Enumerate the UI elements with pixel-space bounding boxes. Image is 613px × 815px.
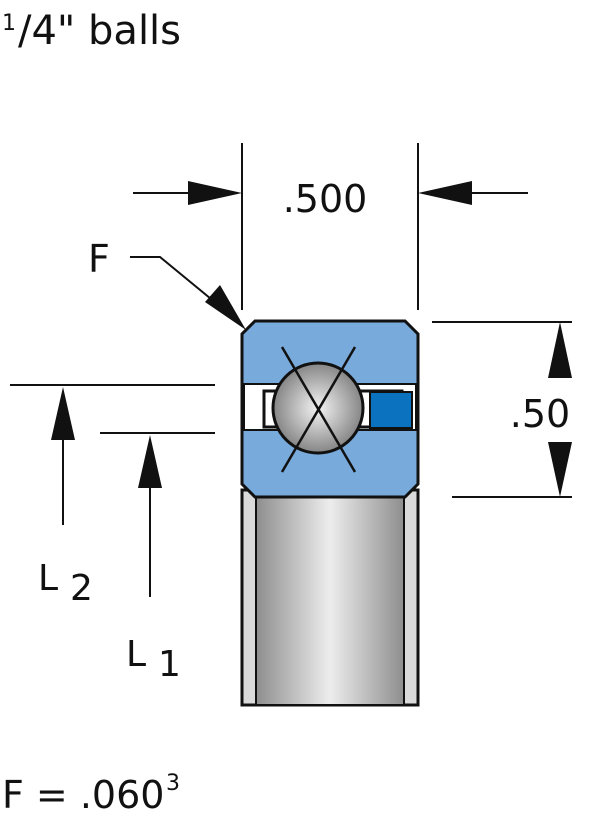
- title-text: /4" balls: [18, 8, 181, 54]
- title-numerator: 1: [2, 11, 16, 36]
- separator-block: [369, 391, 413, 429]
- l1-letter: L: [126, 634, 146, 675]
- l2-letter: L: [38, 558, 58, 599]
- height-value: .50: [510, 392, 570, 436]
- l-dimensions: [10, 384, 215, 597]
- width-dimension: [133, 143, 528, 310]
- footnote-superscript: 3: [166, 771, 180, 796]
- l1-subscript: 1: [158, 644, 181, 685]
- chamfer-leader: [130, 256, 246, 330]
- chamfer-label: F: [88, 237, 110, 281]
- bearing-ring: [240, 319, 420, 499]
- l2-subscript: 2: [70, 568, 93, 609]
- bearing-bore: [240, 488, 420, 707]
- title: 1 /4" balls: [2, 8, 181, 54]
- height-dimension: [432, 321, 572, 498]
- chamfer-footnote: F = .060: [2, 773, 164, 815]
- width-value: .500: [283, 177, 368, 221]
